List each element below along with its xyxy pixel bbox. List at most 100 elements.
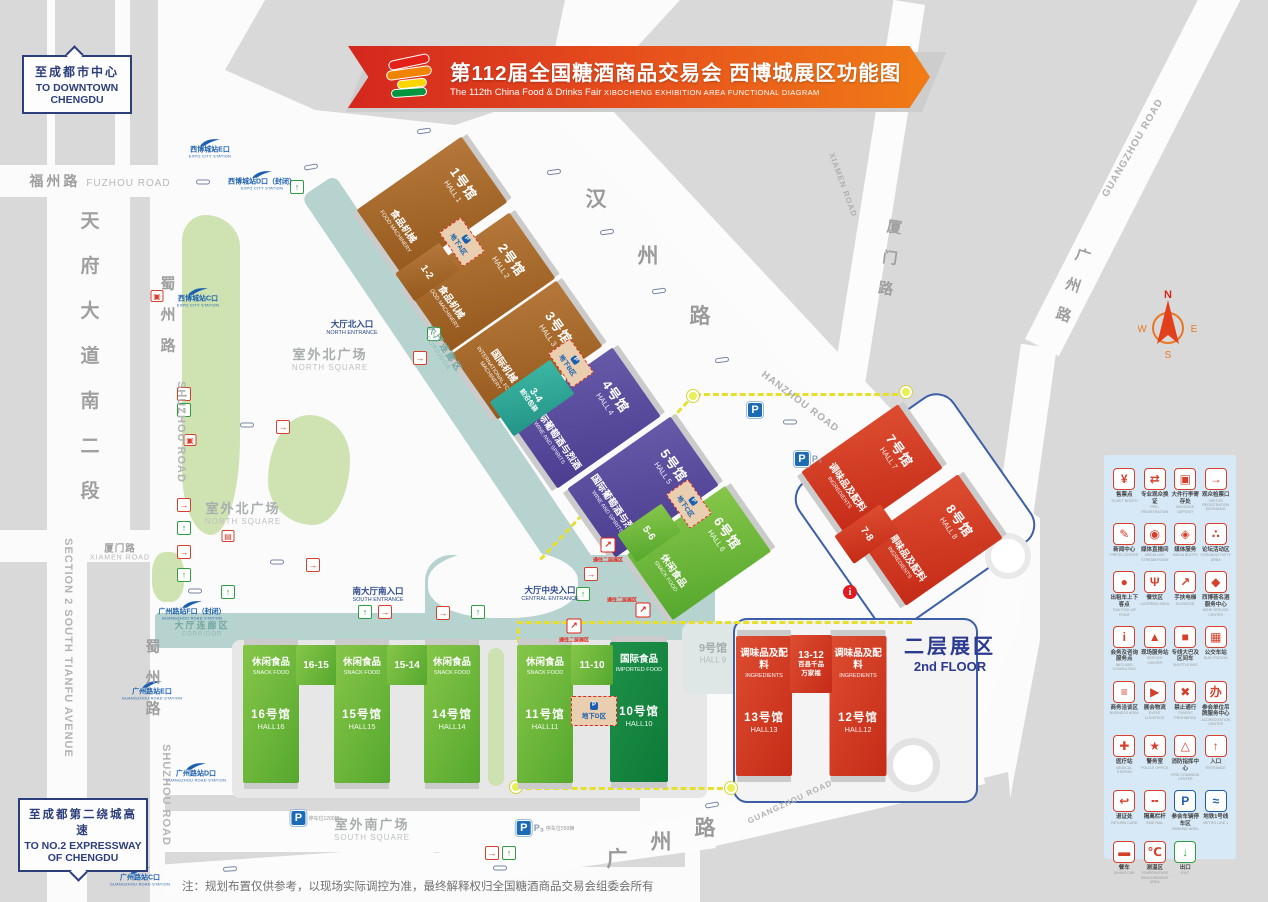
exit-icon: ↑ xyxy=(427,327,441,341)
gate-14 xyxy=(546,168,562,176)
svg-text:N: N xyxy=(1164,289,1172,301)
hall-category-zh: 调味品及配料 xyxy=(834,648,882,671)
route-dashed xyxy=(517,787,732,790)
entrance-icon: → xyxy=(584,567,598,581)
legend-label-zh: 出租车上下客点 xyxy=(1110,595,1138,608)
legend-label-en: EVENT LOGISTICS xyxy=(1145,711,1165,720)
entrance-icon: → xyxy=(485,846,499,860)
second-floor-label: 二层展区 2nd FLOOR xyxy=(904,636,996,674)
hall-category-zh: 调味品及配料 xyxy=(740,648,788,671)
metro-expo-e: 西博城站E口 EXPO CITY STATION xyxy=(168,138,252,159)
legend-media-live-room: ◉ 媒体直播间 MEDIA LIVE STREAM ROOM xyxy=(1140,522,1171,562)
legend-label-zh: 大件行李寄存处 xyxy=(1171,492,1199,505)
legend-glyph-icon: P xyxy=(1174,790,1197,813)
hall-category-en: SNACK FOOD xyxy=(433,669,471,676)
road-xiamen-left: 厦门路 XIAMEN ROAD xyxy=(89,543,151,562)
legend-glyph-icon: △ xyxy=(1174,735,1197,758)
legend-no-passing: ✖ 禁止通行 TRAFFIC PROHIBITED xyxy=(1170,680,1201,727)
exit-icon: ↑ xyxy=(576,587,590,601)
legend-label-en: POLICE OFFICE xyxy=(1141,766,1169,771)
legend-glyph-icon: ∴ xyxy=(1204,522,1227,545)
gate-13 xyxy=(599,228,615,236)
legend-label-en: TAXI PICK-UP POINT xyxy=(1112,608,1136,617)
route-node xyxy=(725,782,737,794)
to-2f-label: 通往二层展区 xyxy=(592,557,624,564)
legend-glyph-icon: ▶ xyxy=(1143,680,1166,703)
info-icon: i xyxy=(843,585,857,599)
metro-gz-f: 广州路站F口（封闭） GUANGZHOU ROAD STATION xyxy=(150,600,234,620)
gate-4 xyxy=(188,588,202,594)
parking-icon: P xyxy=(747,402,763,418)
road-guangzhou-bottom: 广 xyxy=(606,848,628,871)
legend-label-zh: 西博荟名酒服务中心 xyxy=(1201,595,1230,608)
parking-icon: P xyxy=(793,451,810,467)
to-2f-label: 通往二层展区 xyxy=(606,597,638,604)
legend-glyph-icon: ◉ xyxy=(1143,522,1166,545)
legend-label-zh: 参会单位吊牌服务中心 xyxy=(1201,704,1230,718)
callout-en: TO NO.2 EXPRESSWAY OF CHENGDU xyxy=(24,840,142,865)
legend-label-en: RETURN CARD xyxy=(1111,820,1138,825)
legend-glyph-icon: ⇄ xyxy=(1143,468,1166,490)
central-entrance-label: 大厅中央入口 CENTRAL ENTRANCE xyxy=(521,585,579,602)
metro-station-zh: 广州路站C口 xyxy=(119,874,161,882)
legend-label-zh: 观众检票口 xyxy=(1201,492,1230,498)
connector-label: 1-2 xyxy=(418,262,436,282)
entrance-icon: → xyxy=(177,545,191,559)
metro-expo-c: 西博城站C口 EXPO CITY STATION xyxy=(156,287,240,307)
metro-station-en: EXPO CITY STATION xyxy=(188,154,232,159)
legend-label-en: DINING CAR xyxy=(1113,871,1135,876)
legend-isolation-rail: ╍ 隔离栏杆 SIDE RAIL xyxy=(1140,790,1171,832)
legend-glyph-icon: 办 xyxy=(1204,680,1227,703)
legend-temperature-area: ℃ 测温区 TEMPERATURE MEASUREMENT AREA xyxy=(1140,840,1171,885)
south-entrance-label: 南大厅南入口 SOUTH ENTRANCE xyxy=(352,586,404,603)
parking-count: 停车位550辆 xyxy=(545,825,575,832)
connector-sublabel: 百县千品 xyxy=(798,661,824,669)
metro-station-zh: 广州路站D口 xyxy=(175,770,217,778)
callout-expressway: 至成都第二绕城高速 TO NO.2 EXPRESSWAY OF CHENGDU xyxy=(18,798,148,882)
exit-icon: ↑ xyxy=(177,403,191,417)
legend-glyph-icon: ◆ xyxy=(1204,571,1227,594)
city-block xyxy=(130,0,158,165)
corridor-label: 大厅连廊区 CORRIDOR xyxy=(174,620,230,638)
parking-icon: P xyxy=(589,702,598,710)
legend-return-card: ↩ 退证处 RETURN CARD xyxy=(1109,790,1140,832)
legend-label-en: TRAFFIC PROHIBITED xyxy=(1174,711,1197,720)
road-hanzhou: 汉 xyxy=(585,188,607,211)
legend-label-zh: 出口 xyxy=(1179,864,1191,871)
hall-category-en: INGREDIENTS xyxy=(839,672,877,679)
hall-15: 15号馆 HALL15 休闲食品 SNACK FOOD xyxy=(334,645,390,783)
legend-panel: ¥ 售票点 TICKET BOOTH ⇄ 专业观众换证 PRE-REGISTRA… xyxy=(1104,455,1236,884)
road-hanzhou: 州 xyxy=(637,245,659,268)
bus-stop-icon: ▣ xyxy=(183,434,197,446)
parking-icon: P xyxy=(290,810,307,826)
legend-label-zh: 警务室 xyxy=(1146,759,1163,766)
legend-business-area: ≡ 商务洽谈区 BUSINESS AREA xyxy=(1109,680,1140,727)
hall-category-en: INGREDIENTS xyxy=(745,672,783,679)
metro-expo-d: 西博城站D口（封闭） EXPO CITY STATION xyxy=(220,170,304,190)
city-block xyxy=(165,795,640,811)
link-11-10: 11-10 xyxy=(571,645,613,685)
gate-6 xyxy=(493,865,507,871)
metro-station-en: GUANGZHOU ROAD STATION xyxy=(109,882,171,887)
legend-label-en: ACCREDITATION CENTER xyxy=(1201,717,1231,727)
legend-event-logistics: ▶ 展会物流 EVENT LOGISTICS xyxy=(1140,680,1171,727)
legend-label-en: FORUM ACTIVITY AREA xyxy=(1200,553,1231,562)
park xyxy=(182,215,240,535)
legend-glyph-icon: ╍ xyxy=(1143,790,1166,813)
legend-catering-area: Ψ 餐饮区 CATERING AREA xyxy=(1140,571,1171,617)
legend-glyph-icon: ↓ xyxy=(1174,840,1197,863)
legend-shuttle-bus: ■ 专线大巴及区间车 SHUTTLE BUS xyxy=(1170,625,1201,672)
gate-11 xyxy=(714,356,730,364)
compass-icon: N E S W xyxy=(1138,289,1198,360)
link-13-12: 13-12 百县千品 万家福 xyxy=(790,635,832,693)
hall-number: 10号馆 xyxy=(619,706,659,719)
connector-label: 16-15 xyxy=(303,659,329,671)
baggage-icon: ▤ xyxy=(221,530,235,542)
road-shuzhou-en: SHUZHOU ROAD xyxy=(160,744,172,846)
legend-metro-line-1: ≈ 地铁1号线 METRO LINE 1 xyxy=(1201,790,1232,832)
connector-label: 5-6 xyxy=(640,523,658,543)
legend-glyph-icon: ▦ xyxy=(1204,625,1227,648)
hall-category-en: SNACK FOOD xyxy=(526,669,564,676)
parking-count: 停车位1200辆 xyxy=(308,815,340,822)
legend-label-en: CATERING AREA xyxy=(1140,601,1170,606)
